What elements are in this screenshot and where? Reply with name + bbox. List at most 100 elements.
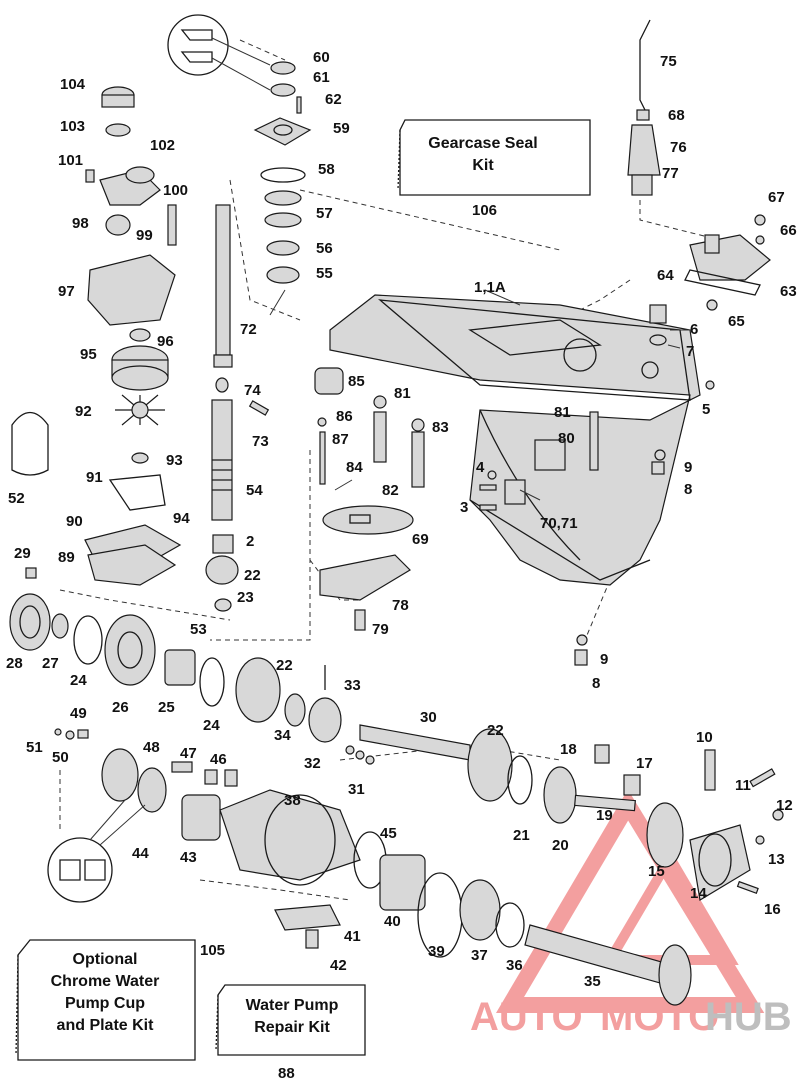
part-label-6: 6 [690,321,698,338]
part-label-79: 79 [372,621,389,638]
part-label-48: 48 [143,739,160,756]
part-label-44: 44 [132,845,149,862]
part-label-22c: 22 [487,722,504,739]
part-label-36: 36 [506,957,523,974]
part-label-46: 46 [210,751,227,768]
part-label-91: 91 [86,469,103,486]
chrome-kit-line4: and Plate Kit [57,1017,155,1034]
part-label-101: 101 [58,152,83,169]
part-label-22a: 22 [244,567,261,584]
part-label-8b: 8 [592,675,600,692]
kit-box-chrome-water-pump: Optional Chrome Water Pump Cup and Plate… [15,939,225,1061]
part-label-72: 72 [240,321,257,338]
part-label-21: 21 [513,827,530,844]
part-label-14: 14 [690,885,707,902]
watermark-hub: HUB [705,995,792,1039]
chrome-kit-line3: Pump Cup [65,995,145,1012]
part-label-81b: 81 [554,404,571,421]
part-label-53: 53 [190,621,207,638]
part-label-43: 43 [180,849,197,866]
part-label-41: 41 [344,928,361,945]
part-label-74: 74 [244,382,261,399]
gearcase-seal-kit-number: 106 [472,202,497,219]
kit-box-water-pump-repair: Water Pump Repair Kit 88 [215,984,366,1080]
part-label-85: 85 [348,373,365,390]
part-label-1-1a: 1,1A [474,279,506,296]
part-label-55: 55 [316,265,333,282]
part-label-4: 4 [476,459,485,476]
part-label-102: 102 [150,137,175,154]
part-label-56: 56 [316,240,333,257]
part-label-57: 57 [316,205,333,222]
part-label-8a: 8 [684,481,692,498]
part-label-28: 28 [6,655,23,672]
repair-kit-line1: Water Pump [246,997,339,1014]
part-label-40: 40 [384,913,401,930]
kit-box-gearcase-seal: Gearcase Seal Kit 106 [397,119,591,219]
part-label-35: 35 [584,973,601,990]
gearcase-housing [329,294,701,586]
part-label-67: 67 [768,189,785,206]
part-label-32: 32 [304,755,321,772]
part-label-83: 83 [432,419,449,436]
part-label-75: 75 [660,53,677,70]
part-label-37: 37 [471,947,488,964]
part-label-42: 42 [330,957,347,974]
part-label-33: 33 [344,677,361,694]
part-label-31: 31 [348,781,365,798]
part-label-97: 97 [58,283,75,300]
part-label-87: 87 [332,431,349,448]
part-label-24a: 24 [70,672,87,689]
part-label-63: 63 [780,283,797,300]
part-label-2: 2 [246,533,254,550]
part-label-68: 68 [668,107,685,124]
part-label-90: 90 [66,513,83,530]
part-label-15: 15 [648,863,665,880]
part-label-51: 51 [26,739,43,756]
part-label-100: 100 [163,182,188,199]
watermark-triangle-outer [495,789,765,1013]
part-label-82: 82 [382,482,399,499]
part-label-24b: 24 [203,717,220,734]
part-label-20: 20 [552,837,569,854]
part-label-59: 59 [333,120,350,137]
part-label-84: 84 [346,459,363,476]
part-label-64: 64 [657,267,674,284]
part-label-34: 34 [274,727,291,744]
part-label-96: 96 [157,333,174,350]
part-labels: 60 61 62 59 58 57 56 55 72 74 73 54 2 22… [6,49,797,990]
part-label-26: 26 [112,699,129,716]
part-label-45: 45 [380,825,397,842]
gearcase-seal-kit-line2: Kit [472,157,494,174]
part-label-12: 12 [776,797,793,814]
middle-parts [314,367,666,666]
part-label-80: 80 [558,430,575,447]
repair-kit-number: 88 [278,1065,295,1080]
watermark: AUTO MOTO HUB [470,789,792,1039]
part-label-93: 93 [166,452,183,469]
part-label-16: 16 [764,901,781,918]
part-label-7: 7 [686,343,694,360]
part-label-104: 104 [60,76,86,93]
part-label-27: 27 [42,655,59,672]
repair-kit-line2: Repair Kit [254,1019,330,1036]
lower-left-bearings [9,593,375,765]
shift-group [627,19,771,390]
leader-lines [211,37,690,501]
part-label-47: 47 [180,745,197,762]
part-label-50: 50 [52,749,69,766]
part-label-70-71: 70,71 [540,515,578,532]
part-label-77: 77 [662,165,679,182]
watermark-moto: MOTO [600,995,719,1039]
chrome-kit-line1: Optional [73,951,138,968]
part-label-38: 38 [284,792,301,809]
part-label-81a: 81 [394,385,411,402]
part-label-10: 10 [696,729,713,746]
part-label-22b: 22 [276,657,293,674]
part-label-60: 60 [313,49,330,66]
part-label-23: 23 [237,589,254,606]
water-pump-group [11,86,182,586]
propshaft-group [359,724,784,1006]
part-label-73: 73 [252,433,269,450]
